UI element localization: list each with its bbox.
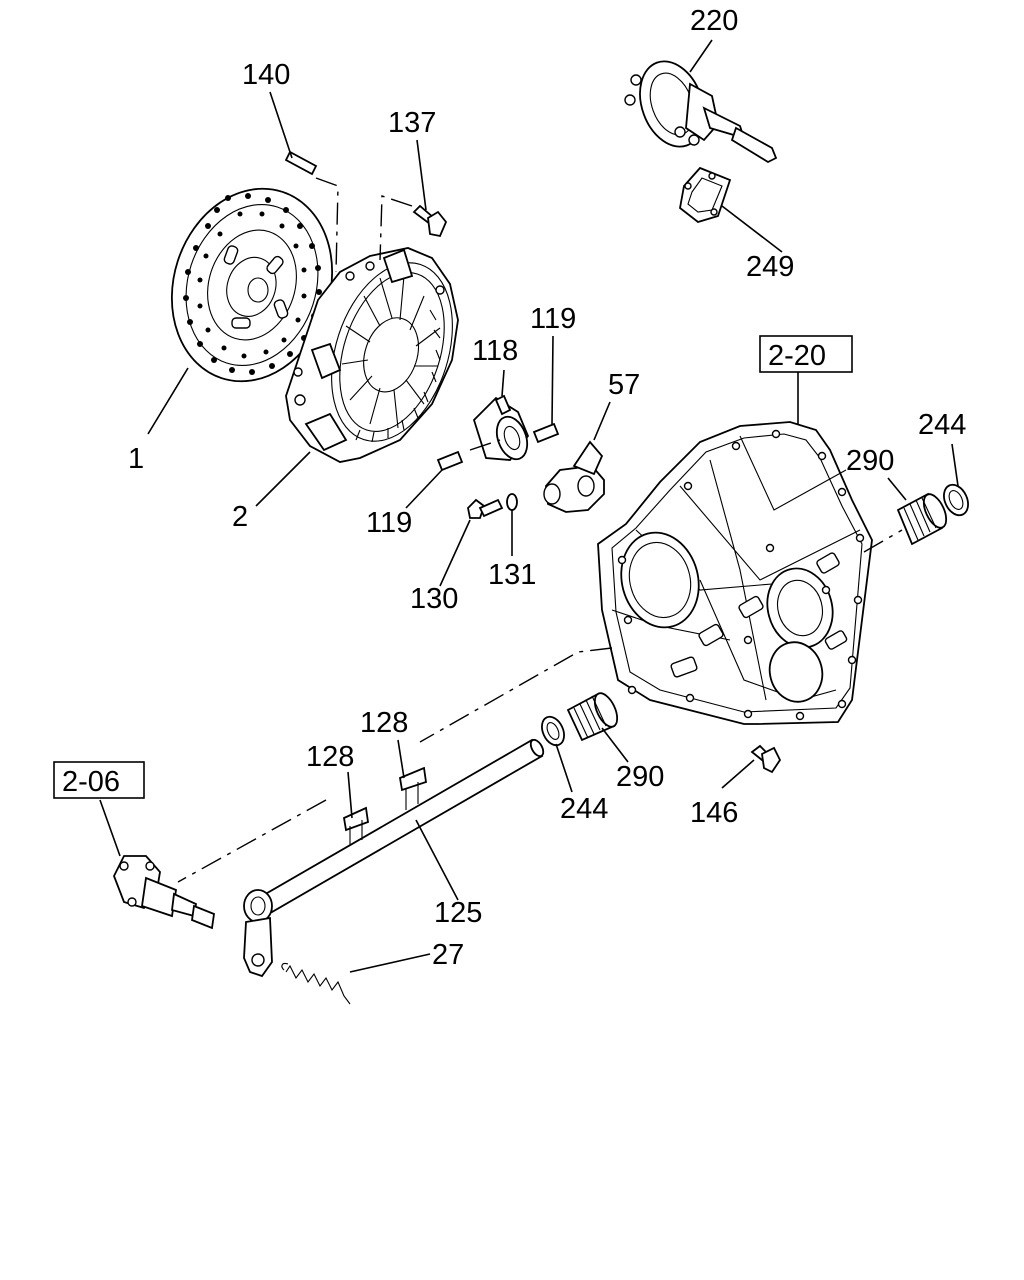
gasket — [679, 166, 732, 223]
callout-128-right: 128 — [360, 707, 408, 739]
callout-125: 125 — [434, 897, 482, 929]
return-spring — [281, 962, 351, 1005]
reference-2-06-label: 2-06 — [62, 766, 120, 798]
callout-137: 137 — [388, 107, 436, 139]
release-bearing — [472, 394, 530, 461]
oil-seal-upper — [943, 483, 969, 517]
dowel-pin — [284, 150, 318, 176]
spring-pin-lower — [436, 450, 464, 472]
callout-140: 140 — [242, 59, 290, 91]
callout-119-lower: 119 — [366, 507, 412, 539]
key-128-left — [342, 806, 369, 846]
callout-57: 57 — [608, 369, 640, 401]
callout-128-left: 128 — [306, 741, 354, 773]
callout-27: 27 — [432, 939, 464, 971]
release-shaft — [243, 738, 545, 978]
oil-seal-lower — [541, 715, 565, 747]
callout-labels: 140 137 220 249 1 2 118 119 57 119 131 1… — [128, 5, 966, 971]
clutch-housing — [597, 421, 873, 725]
pressure-plate — [285, 247, 459, 463]
release-fork — [543, 440, 605, 513]
reference-2-06: 2-06 — [53, 761, 145, 799]
needle-bearing-lower — [566, 692, 619, 742]
leader-lines — [99, 39, 959, 973]
callout-118: 118 — [472, 335, 518, 367]
bolt-130 — [467, 498, 504, 519]
reference-2-20-label: 2-20 — [768, 340, 826, 372]
washer-131 — [506, 493, 518, 511]
callout-146: 146 — [690, 797, 738, 829]
spring-pin-upper — [532, 422, 560, 444]
bolt-146 — [750, 744, 782, 774]
callout-290-upper: 290 — [846, 445, 894, 477]
key-128-right — [398, 766, 427, 810]
needle-bearing-upper — [896, 492, 948, 546]
slave-cylinder — [113, 855, 215, 930]
callout-244-upper: 244 — [918, 409, 966, 441]
callout-2: 2 — [232, 501, 248, 533]
callout-130: 130 — [410, 583, 458, 615]
reference-2-20: 2-20 — [759, 335, 853, 373]
center-lines — [177, 177, 903, 883]
callout-119-upper: 119 — [530, 303, 576, 335]
bolt-137 — [412, 204, 448, 238]
callout-131: 131 — [488, 559, 536, 591]
callout-1: 1 — [128, 443, 144, 475]
callout-220: 220 — [690, 5, 738, 37]
clutch-booster — [624, 60, 778, 164]
callout-249: 249 — [746, 251, 794, 283]
callout-290-lower: 290 — [616, 761, 664, 793]
callout-244-lower: 244 — [560, 793, 608, 825]
